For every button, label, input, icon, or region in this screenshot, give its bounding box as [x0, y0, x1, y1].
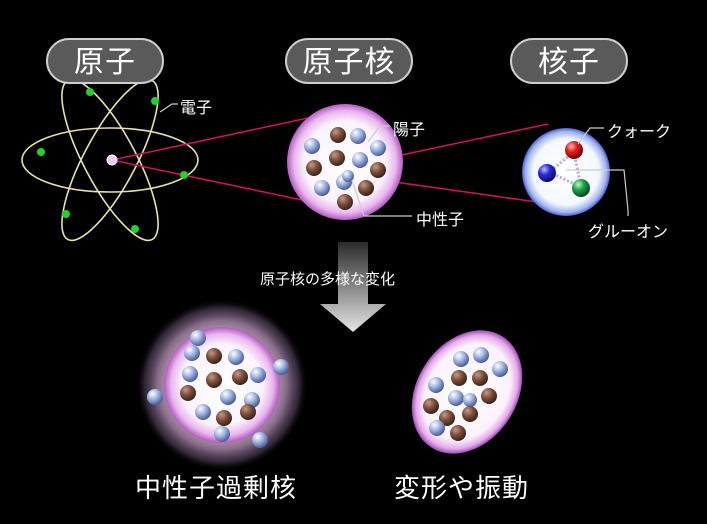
- neutron: [214, 426, 230, 442]
- proton: [306, 160, 322, 176]
- label-arrow-caption: 原子核の多様な変化: [260, 270, 396, 288]
- proton: [330, 127, 346, 143]
- quark-red: [565, 141, 583, 159]
- proton: [206, 372, 222, 388]
- neutron: [429, 420, 445, 436]
- electrons: [37, 88, 188, 233]
- neutron-halo-particle: [147, 389, 163, 405]
- proton: [329, 150, 345, 166]
- proton: [206, 348, 222, 364]
- neutron: [304, 138, 320, 154]
- neutron-halo-particle: [273, 359, 289, 375]
- header-nucleus: 原子核: [285, 38, 413, 84]
- label-electron: 電子: [180, 98, 213, 117]
- atom-nucleus-point: [106, 154, 118, 166]
- proton: [439, 410, 455, 426]
- proton: [462, 406, 478, 422]
- nucleon: [522, 128, 610, 216]
- electron-dot: [37, 148, 45, 156]
- electron-dot: [151, 97, 159, 105]
- deformed-nucleus: [411, 330, 523, 454]
- neutron: [314, 180, 330, 196]
- nucleus-top: [287, 104, 403, 220]
- neutron: [184, 345, 200, 361]
- quark-pointer: [577, 127, 604, 145]
- proton: [240, 404, 256, 420]
- neutron: [342, 170, 354, 182]
- label-neutron-rich: 中性子過剰核: [135, 474, 298, 504]
- neutron-halo-particle: [252, 432, 268, 448]
- header-atom: 原子: [46, 38, 164, 84]
- electron-pointer: [159, 103, 178, 113]
- proton: [216, 410, 232, 426]
- neutron: [250, 367, 266, 383]
- neutron: [220, 389, 236, 405]
- proton: [370, 162, 386, 178]
- electron-dot: [131, 225, 139, 233]
- electron-dot: [62, 210, 70, 218]
- neutron: [228, 349, 244, 365]
- neutron: [350, 128, 366, 144]
- neutron: [352, 152, 368, 168]
- neutron: [473, 347, 489, 363]
- proton: [481, 388, 497, 404]
- electron-dot: [180, 171, 188, 179]
- neutron: [370, 140, 386, 156]
- neutron: [428, 377, 444, 393]
- down-arrow: [320, 242, 386, 332]
- neutron: [195, 404, 211, 420]
- quark-blue: [538, 164, 556, 182]
- electron-dot: [86, 88, 94, 96]
- neutron-pointer: [351, 179, 412, 217]
- quark-green: [572, 179, 590, 197]
- neutron: [182, 366, 198, 382]
- proton: [337, 194, 353, 210]
- proton: [451, 370, 467, 386]
- deformed-core: [411, 330, 523, 454]
- connector-atom-nucleus-bottom: [111, 159, 303, 201]
- nucleon-body: [522, 128, 610, 216]
- proton-pointer: [367, 125, 390, 143]
- neutron-halo-particle: [190, 330, 206, 346]
- proton: [450, 425, 466, 441]
- connector-atom-nucleus-top: [111, 117, 309, 161]
- neutron: [448, 390, 464, 406]
- proton: [472, 370, 488, 386]
- label-neutron: 中性子: [416, 210, 465, 229]
- orbit-horizontal: [21, 127, 199, 193]
- proton: [358, 180, 374, 196]
- proton: [423, 398, 439, 414]
- label-quark: クォーク: [607, 122, 672, 141]
- neutron: [492, 361, 508, 377]
- neutron: [453, 351, 469, 367]
- label-gluon: グルーオン: [588, 222, 669, 241]
- label-deformation: 変形や振動: [394, 474, 530, 504]
- proton: [180, 385, 196, 401]
- neutron: [463, 393, 477, 407]
- header-nucleon: 核子: [510, 38, 628, 84]
- proton: [232, 369, 248, 385]
- label-proton: 陽子: [393, 120, 426, 139]
- neutron-rich-nucleus: [136, 299, 308, 471]
- gluon-pointer: [566, 169, 629, 216]
